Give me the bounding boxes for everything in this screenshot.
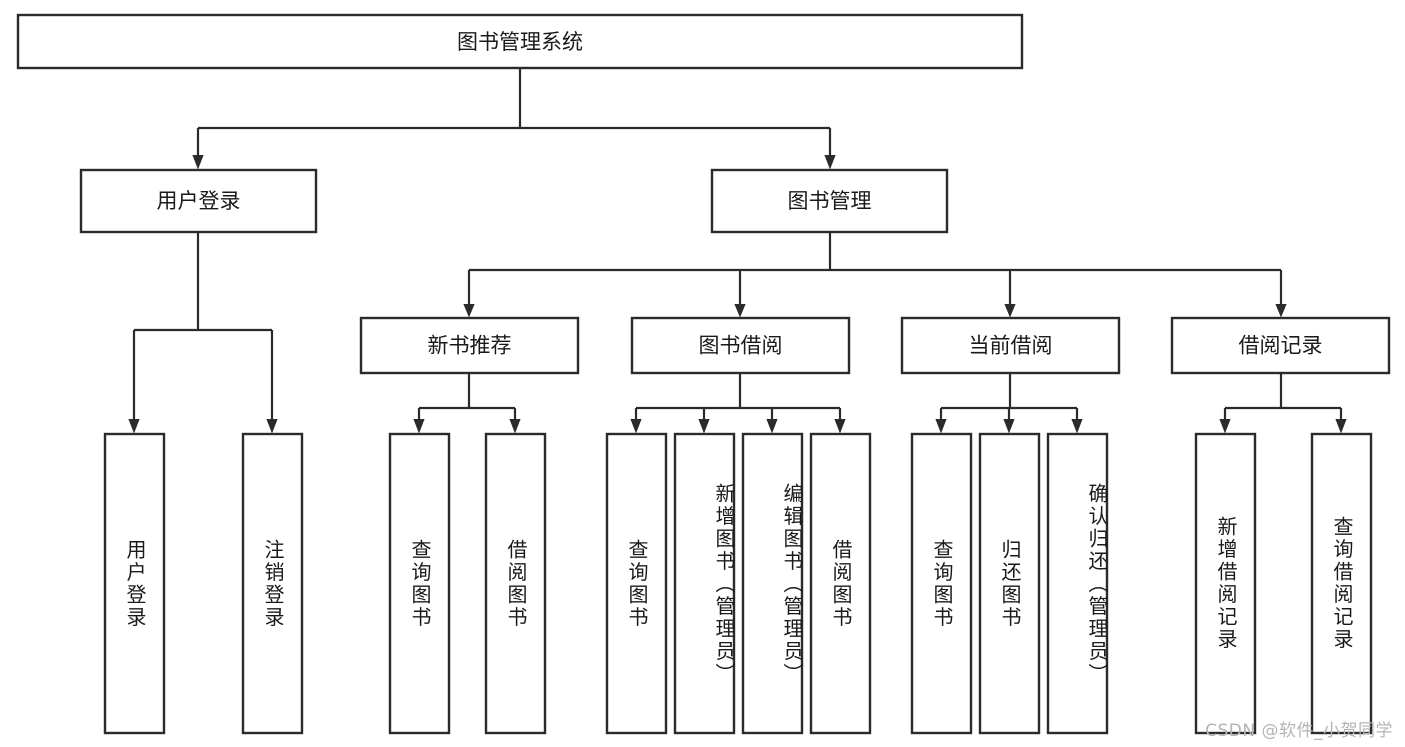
arrowhead-leaf-10 [1003,419,1015,434]
arrowhead-leaf-13 [1335,419,1347,434]
leaf-box-add-borrow-record[interactable] [1194,432,1257,735]
node-borrow-record-label: 借阅记录 [1239,334,1323,358]
arrowhead-leaf-4 [509,419,521,434]
arrowhead-book-borrow [734,304,746,318]
node-root-system-box [16,13,1024,70]
leaf-node-group [103,432,1373,735]
leaf-box-confirm-return-admin[interactable] [1046,432,1109,735]
node-borrow-record-box [1170,316,1391,375]
node-user-login-box [79,168,318,234]
leaf-box-query-book-bb[interactable] [605,432,668,735]
leaf-box-edit-book-admin[interactable] [741,432,804,735]
arrowhead-leaf-12 [1219,419,1231,434]
leaf-box-borrow-book-bb[interactable] [809,432,872,735]
node-new-book-recommend-box [359,316,580,375]
node-user-login[interactable]: 用户登录 [79,168,318,234]
arrowhead-leaf-11 [1071,419,1083,434]
node-book-borrow-box [630,316,851,375]
connector-group-borrow-record [1219,373,1347,434]
connector-group-new-book-rec [413,373,521,434]
node-book-management[interactable]: 图书管理 [710,168,949,234]
leaf-box-borrow-book-nbr[interactable] [484,432,547,735]
connector-group-user-login [128,232,278,434]
node-book-management-box [710,168,949,234]
connector-group-book-borrow [630,373,846,434]
arrowhead-leaf-6 [698,419,710,434]
node-book-borrow[interactable]: 图书借阅 [630,316,851,375]
node-root-system-label: 图书管理系统 [457,30,583,54]
arrowhead-leaf-2 [266,419,278,434]
leaf-box-add-book-admin[interactable] [673,432,736,735]
arrowhead-new-book-rec [463,304,475,318]
node-borrow-record[interactable]: 借阅记录 [1170,316,1391,375]
node-book-borrow-label: 图书借阅 [699,334,783,358]
connector-group-book-mgmt [463,232,1287,318]
leaf-box-return-book[interactable] [978,432,1041,735]
arrowhead-leaf-1 [128,419,140,434]
connector-group-root [192,68,836,170]
node-current-borrow-box [900,316,1121,375]
arrowhead-leaf-8 [834,419,846,434]
node-book-management-label: 图书管理 [788,189,872,213]
leaf-box-user-login[interactable] [103,432,166,735]
arrowhead-leaf-7 [766,419,778,434]
node-user-login-label: 用户登录 [157,189,241,213]
node-new-book-recommend[interactable]: 新书推荐 [359,316,580,375]
arrowhead-user-login [192,155,204,170]
leaf-box-query-book-cb[interactable] [910,432,973,735]
arrowhead-leaf-3 [413,419,425,434]
arrowhead-borrow-record [1275,304,1287,318]
node-new-book-recommend-label: 新书推荐 [428,334,512,358]
node-current-borrow[interactable]: 当前借阅 [900,316,1121,375]
connector-group-current-borrow [935,373,1083,434]
arrowhead-current-borrow [1004,304,1016,318]
leaf-box-query-book-nbr[interactable] [388,432,451,735]
arrowhead-leaf-5 [630,419,642,434]
watermark-text: CSDN @软件_小贺同学 [1205,721,1393,741]
leaf-box-logout[interactable] [241,432,304,735]
node-current-borrow-label: 当前借阅 [969,334,1053,358]
arrowhead-book-mgmt [824,155,836,170]
arrowhead-leaf-9 [935,419,947,434]
leaf-box-query-borrow-record[interactable] [1310,432,1373,735]
node-root-system[interactable]: 图书管理系统 [16,13,1024,70]
